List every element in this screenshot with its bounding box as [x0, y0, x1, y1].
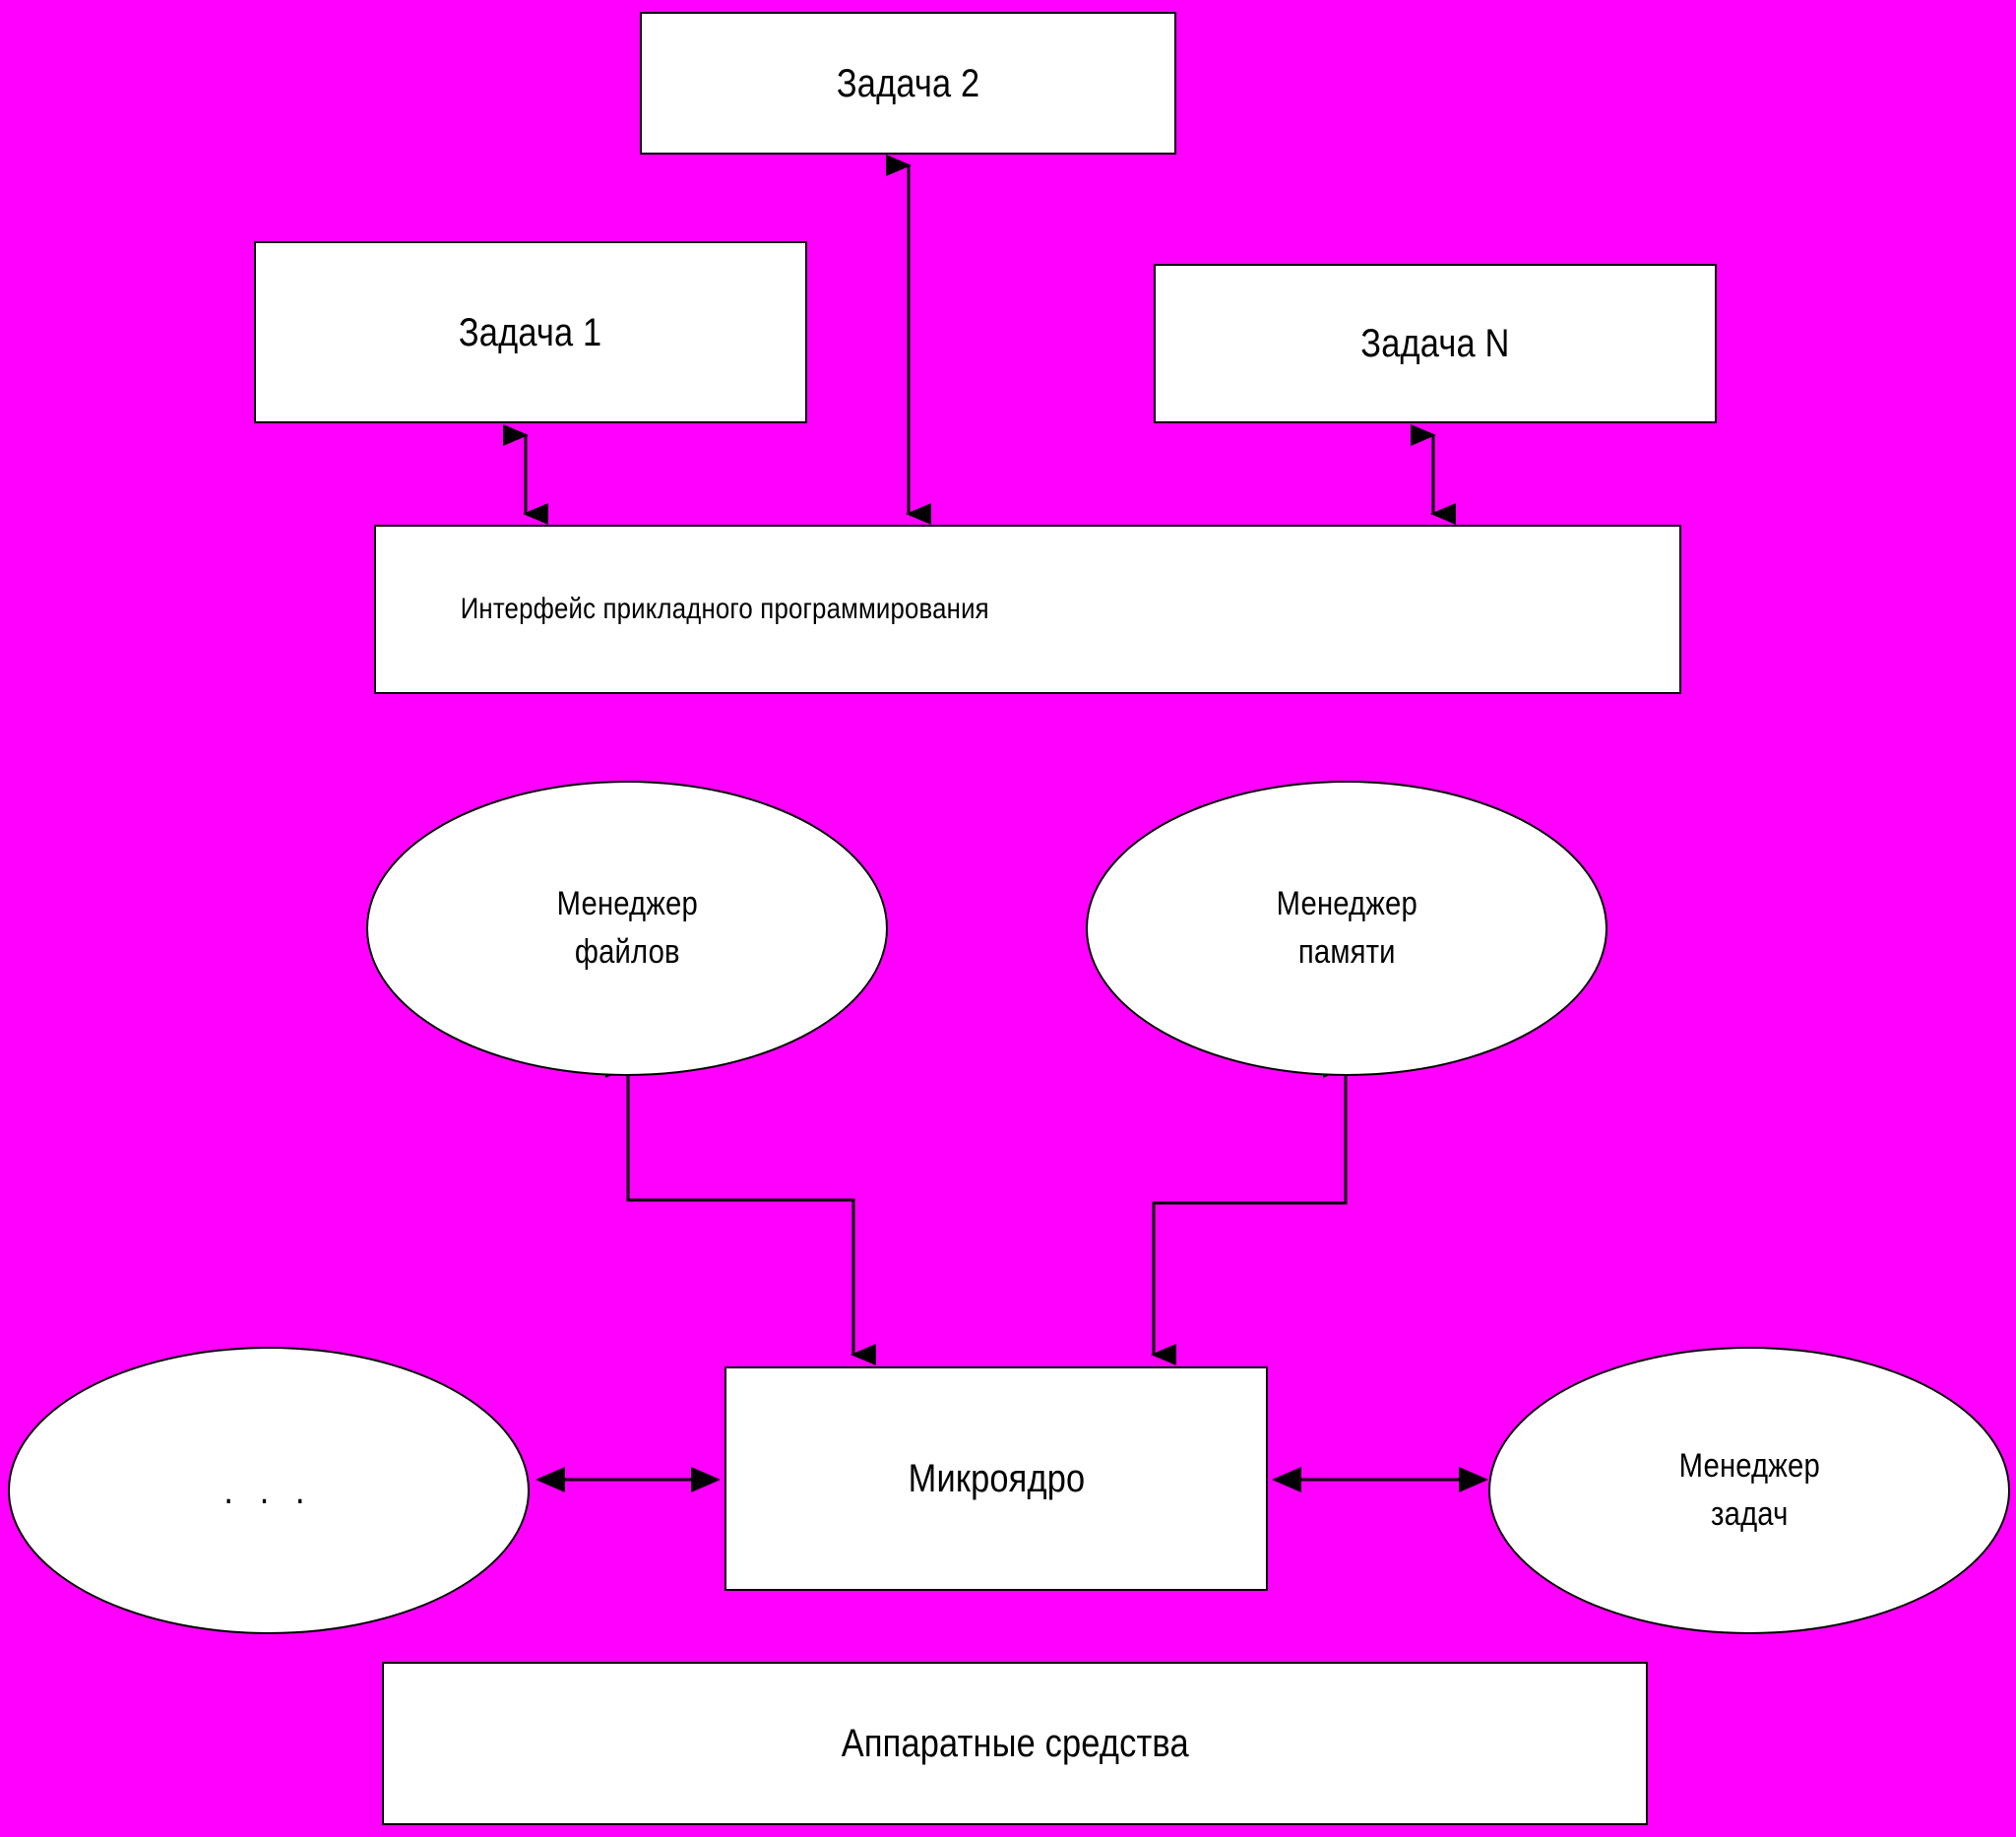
- edge-kernel-memorymanager: [1151, 1056, 1349, 1365]
- node-ellipsis[interactable]: . . .: [8, 1347, 530, 1634]
- node-ellipsis-label: . . .: [223, 1469, 314, 1512]
- node-hardware-label: Аппаратные средства: [841, 1722, 1189, 1765]
- node-file-manager-label: Менеджер файлов: [556, 884, 698, 971]
- edge-kernel-filemanager: [605, 1056, 876, 1365]
- node-task-1[interactable]: Задача 1: [254, 241, 807, 423]
- node-hardware[interactable]: Аппаратные средства: [382, 1662, 1648, 1825]
- node-task-2[interactable]: Задача 2: [640, 12, 1176, 155]
- node-task-manager-label: Менеджер задач: [1678, 1446, 1820, 1533]
- node-api[interactable]: Интерфейс прикладного программирования: [374, 525, 1681, 694]
- node-task-n[interactable]: Задача N: [1154, 264, 1717, 423]
- node-api-label: Интерфейс прикладного программирования: [460, 593, 989, 626]
- node-file-manager[interactable]: Менеджер файлов: [366, 781, 888, 1076]
- node-memory-manager-label: Менеджер памяти: [1276, 884, 1418, 971]
- node-memory-manager[interactable]: Менеджер памяти: [1086, 781, 1607, 1076]
- node-task-2-label: Задача 2: [836, 61, 980, 105]
- node-task-manager[interactable]: Менеджер задач: [1488, 1347, 2010, 1634]
- node-task-n-label: Задача N: [1360, 322, 1510, 365]
- node-microkernel-label: Микроядро: [908, 1457, 1085, 1500]
- node-microkernel[interactable]: Микроядро: [724, 1366, 1268, 1591]
- node-task-1-label: Задача 1: [459, 310, 602, 354]
